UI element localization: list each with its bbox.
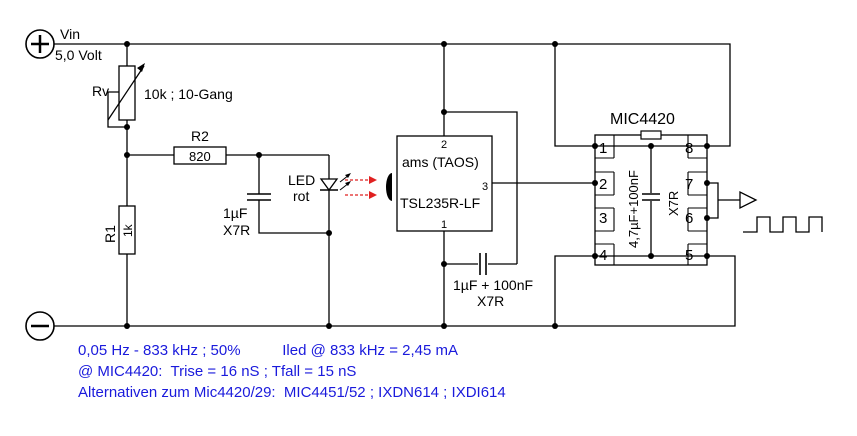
- sensor-pin-out: 3: [482, 181, 488, 193]
- cap-sensor-type: X7R: [477, 293, 504, 309]
- driver-name: MIC4420: [610, 111, 675, 128]
- driver-pin-7: 7: [685, 176, 693, 193]
- rv-name: Rv: [92, 83, 109, 99]
- rv-wiper-wire: [107, 91, 127, 128]
- sensor-pin-top: 2: [441, 139, 447, 151]
- led-label-line1: LED: [288, 172, 315, 188]
- cap-led-type: X7R: [223, 222, 250, 238]
- junction-dots: [124, 41, 710, 329]
- plus-terminal: [25, 29, 55, 59]
- sensor-body: [396, 135, 493, 232]
- driver-pin-2: 2: [599, 176, 607, 193]
- note-rise-fall-times: @ MIC4420: Trise = 16 nS ; Tfall = 15 nS: [78, 363, 357, 380]
- led-label-line2: rot: [293, 188, 309, 204]
- rv-value: 10k ; 10-Gang: [144, 86, 233, 102]
- r2-value: 820: [189, 149, 211, 164]
- vin-label: Vin: [60, 26, 80, 42]
- driver-notch: [640, 130, 662, 140]
- light-emission-arrows: [345, 179, 372, 196]
- driver-pin-8: 8: [685, 140, 693, 157]
- driver-cap-value: 4,7µF+100nF: [626, 170, 641, 248]
- r2-name: R2: [191, 128, 209, 144]
- driver-cap-type: X7R: [666, 191, 681, 216]
- sensor-part: TSL235R-LF: [400, 195, 480, 211]
- led-diode: [319, 178, 339, 192]
- vin-value: 5,0 Volt: [55, 47, 102, 63]
- square-wave-icon: [743, 216, 823, 233]
- r1-value: 1k: [121, 223, 135, 237]
- output-arrow-icon: [739, 190, 758, 210]
- sensor-pin-bottom: 1: [441, 219, 447, 231]
- note-alternatives: Alternativen zum Mic4420/29: MIC4451/52 …: [78, 384, 506, 401]
- supply-rail: [54, 43, 731, 147]
- sensor-lens: [386, 173, 392, 201]
- cap-led-value: 1µF: [223, 205, 247, 221]
- note-frequency-current: 0,05 Hz - 833 kHz ; 50% Iled @ 833 kHz =…: [78, 342, 458, 359]
- cap-sensor-value: 1µF + 100nF: [453, 277, 533, 293]
- rv-adjust-arrow: [107, 65, 145, 121]
- rv-potentiometer: [118, 65, 136, 121]
- minus-terminal: [25, 311, 55, 341]
- driver-pin-6: 6: [685, 210, 693, 227]
- r1-name: R1: [102, 225, 118, 243]
- driver-pin-3: 3: [599, 210, 607, 227]
- driver-pin-1: 1: [599, 140, 607, 157]
- sensor-maker: ams (TAOS): [402, 154, 479, 170]
